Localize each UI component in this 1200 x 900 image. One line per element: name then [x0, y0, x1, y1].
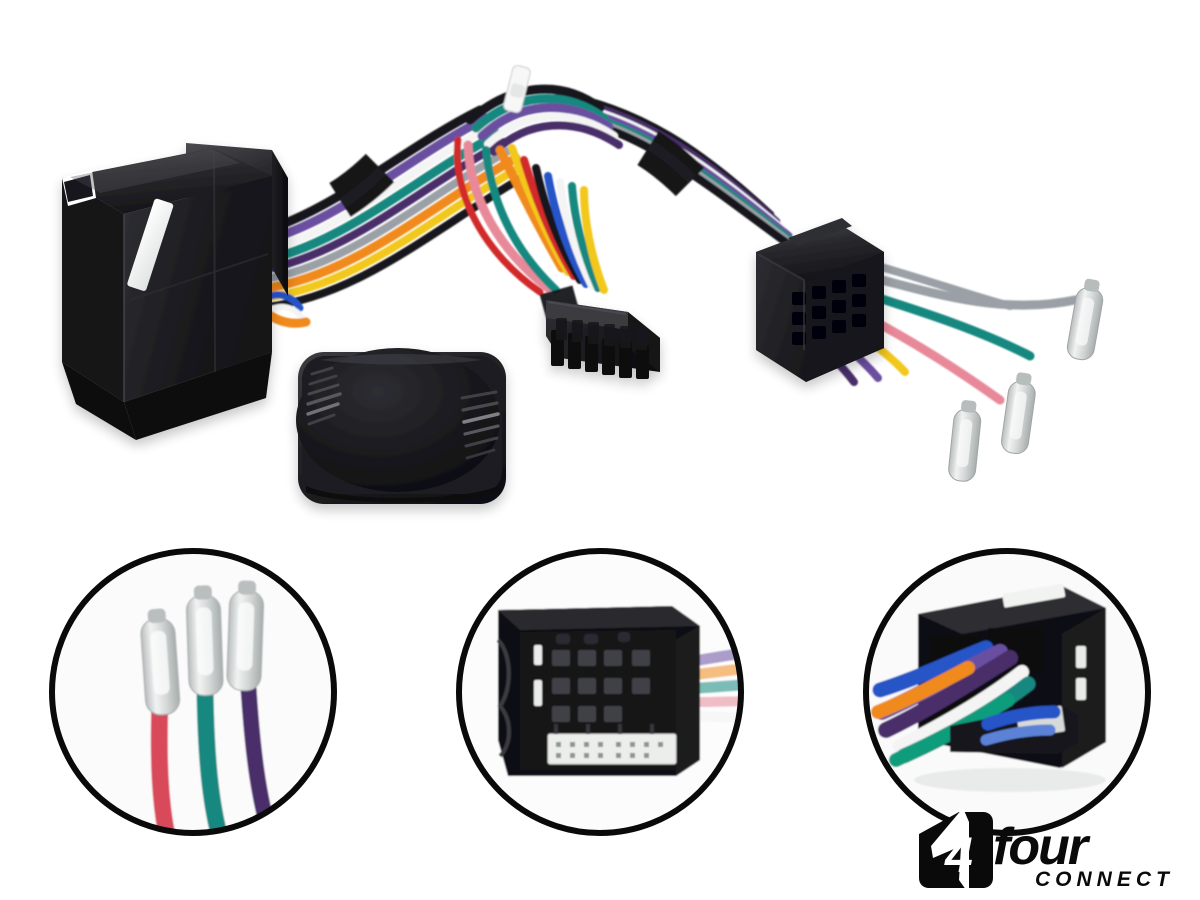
- tape-wrap-black-icon: [329, 131, 705, 217]
- logo-digit: 4: [944, 827, 973, 883]
- brand-logo: 4 four CONNECT: [915, 806, 1190, 892]
- quadlock-white-insert: [547, 733, 677, 765]
- molex-pin-row-back: [556, 318, 647, 350]
- molex-connector: [546, 300, 660, 379]
- connector-label-strip: [127, 198, 174, 291]
- logo-word: four: [993, 818, 1091, 876]
- quadlock-male-connector: [62, 143, 288, 440]
- logo-tagline: CONNECT: [1035, 868, 1174, 891]
- spade-terminal-pink: [948, 400, 982, 482]
- wire-apex-crossover: [465, 84, 623, 156]
- spade-terminal-gray: [1066, 278, 1104, 361]
- brand-logo-svg: 4 four CONNECT: [919, 808, 1174, 892]
- module-vent-left: [306, 366, 342, 426]
- iso-pin-grid: [792, 274, 866, 345]
- module-vent-right: [460, 390, 500, 460]
- module-disc: [296, 348, 500, 492]
- molex-pin-row-front: [551, 330, 649, 379]
- logo-badge-4: 4: [919, 808, 993, 892]
- detail-circle-quadlock-face: [456, 548, 744, 836]
- interface-module: [296, 348, 506, 504]
- rear-label-slot: [1002, 583, 1066, 608]
- detail-circle-spade-terminals: [49, 548, 337, 836]
- detail-circle-connector-rear: [863, 548, 1151, 836]
- cable-tie-white-icon: [503, 64, 531, 114]
- iso-female-connector: [756, 218, 884, 382]
- spade-terminal-group: [948, 278, 1104, 482]
- spade-terminal-teal: [1001, 372, 1036, 455]
- wire-harness-bundle: [245, 64, 1080, 405]
